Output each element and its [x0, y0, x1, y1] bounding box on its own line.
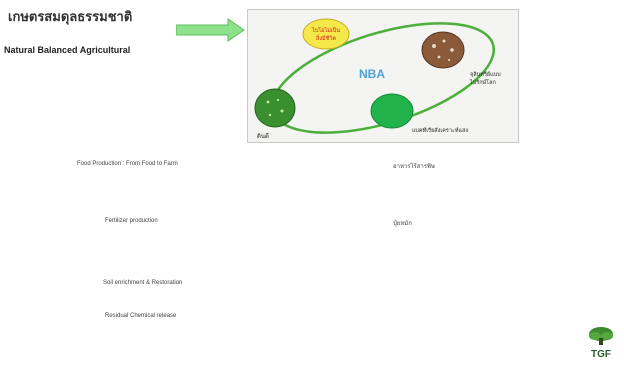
top-node — [302, 18, 350, 50]
right-arrow-icon — [176, 18, 245, 42]
left-node — [254, 88, 296, 128]
row-4-english: Residual Chemical release — [105, 313, 177, 319]
row-1-english: Food Production : From Food to Farm — [77, 161, 178, 167]
row-3-english: Soil enrichment & Restoration — [103, 280, 183, 286]
row-2-thai: ปุ๋ยหมัก — [393, 220, 412, 227]
thai-title: เกษตรสมดุลธรรมชาติ — [8, 10, 133, 25]
top-node-label-line2: สิ่งมีชีวิต — [315, 34, 336, 42]
bottom-node-label: แบคทีเรียสังเคราะห์แสง — [412, 127, 469, 134]
right-node-label-line1: จุลินทรีย์แบบ — [470, 71, 501, 78]
logo-text: TGF — [591, 349, 611, 360]
row-1-thai: อาหารไร้สารพิษ — [393, 163, 435, 170]
bottom-node — [370, 93, 414, 129]
tree-logo-icon: TGF — [589, 327, 613, 360]
left-node-label: ดินดี — [257, 132, 269, 140]
row-2-english: Fertilizer production — [105, 218, 158, 224]
right-node — [421, 31, 465, 69]
right-node-label-line2: ไปรักษ์โลก — [469, 78, 496, 86]
english-title: Natural Balanced Agricultural — [4, 45, 131, 55]
center-label: NBA — [359, 67, 385, 81]
top-node-label-line1: ไบโอไม่เป็น — [311, 26, 340, 34]
nba-diagram: ไบโอไม่เป็น สิ่งมีชีวิต จุลินทรีย์แบบ ไป… — [247, 9, 519, 143]
